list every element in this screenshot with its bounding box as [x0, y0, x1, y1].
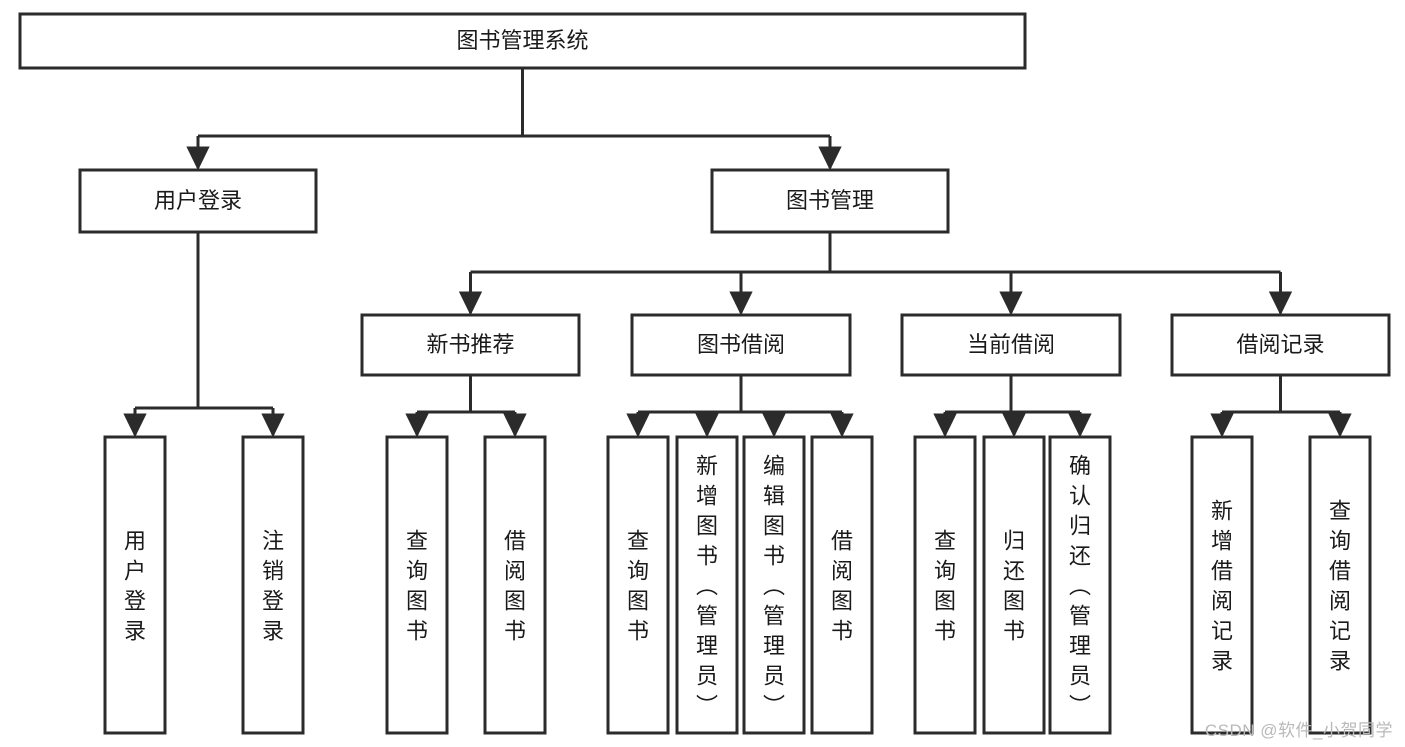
- node-leaf-11-box[interactable]: [1190, 435, 1254, 735]
- node-leaf-12[interactable]: 查询借阅记录: [1308, 435, 1372, 735]
- node-leaf-1[interactable]: 注销登录: [241, 435, 305, 735]
- node-leaf-11[interactable]: 新增借阅记录: [1190, 435, 1254, 735]
- node-leaf-12-box[interactable]: [1308, 435, 1372, 735]
- node-leaf-9-box[interactable]: [982, 435, 1046, 735]
- node-leaf-7-box[interactable]: [810, 435, 874, 735]
- node-level3-3[interactable]: 借阅记录: [1170, 313, 1391, 377]
- node-level3-1-box[interactable]: [630, 313, 852, 377]
- node-leaf-3-box[interactable]: [483, 435, 547, 735]
- node-leaf-7-label: 借阅图书: [831, 528, 853, 643]
- node-root-图书管理系统-box[interactable]: [18, 12, 1027, 70]
- node-level3-0[interactable]: 新书推荐: [360, 313, 581, 377]
- node-level2-0-box[interactable]: [78, 168, 318, 234]
- node-level2-1-box[interactable]: [710, 168, 950, 234]
- node-level2-1-label: 图书管理: [786, 188, 874, 213]
- node-root-图书管理系统-label: 图书管理系统: [456, 28, 588, 53]
- node-leaf-5-box[interactable]: [675, 435, 739, 735]
- node-level3-1[interactable]: 图书借阅: [630, 313, 852, 377]
- node-leaf-12-label: 查询借阅记录: [1329, 498, 1351, 673]
- node-leaf-5-label: 新增图书︵管理员︶: [696, 453, 718, 718]
- node-leaf-10[interactable]: 确认归还︵管理员︶: [1048, 435, 1112, 735]
- node-leaf-8[interactable]: 查询图书: [913, 435, 977, 735]
- node-root-图书管理系统[interactable]: 图书管理系统: [18, 12, 1027, 70]
- node-leaf-8-box[interactable]: [913, 435, 977, 735]
- node-leaf-1-box[interactable]: [241, 435, 305, 735]
- node-leaf-0[interactable]: 用户登录: [103, 435, 167, 735]
- node-level3-2-box[interactable]: [900, 313, 1122, 377]
- node-leaf-0-label: 用户登录: [124, 528, 146, 643]
- node-leaf-3-label: 借阅图书: [504, 528, 526, 643]
- node-leaf-11-label: 新增借阅记录: [1211, 498, 1233, 673]
- node-leaf-2-box[interactable]: [385, 435, 449, 735]
- node-leaf-3[interactable]: 借阅图书: [483, 435, 547, 735]
- node-leaf-4[interactable]: 查询图书: [606, 435, 670, 735]
- node-level2-1[interactable]: 图书管理: [710, 168, 950, 234]
- node-leaf-9-label: 归还图书: [1003, 528, 1025, 643]
- edge-layer: [123, 68, 1352, 438]
- node-leaf-7[interactable]: 借阅图书: [810, 435, 874, 735]
- node-leaf-10-box[interactable]: [1048, 435, 1112, 735]
- node-leaf-6[interactable]: 编辑图书︵管理员︶: [742, 435, 806, 735]
- node-level2-0[interactable]: 用户登录: [78, 168, 318, 234]
- node-leaf-0-box[interactable]: [103, 435, 167, 735]
- node-leaf-4-label: 查询图书: [627, 528, 649, 643]
- node-level3-2-label: 当前借阅: [967, 332, 1055, 357]
- node-leaf-8-label: 查询图书: [934, 528, 956, 643]
- node-level2-0-label: 用户登录: [154, 188, 242, 213]
- node-leaf-1-label: 注销登录: [262, 528, 284, 643]
- node-level3-3-box[interactable]: [1170, 313, 1391, 377]
- node-leaf-2[interactable]: 查询图书: [385, 435, 449, 735]
- node-level3-0-label: 新书推荐: [426, 332, 514, 357]
- node-level3-1-label: 图书借阅: [697, 332, 785, 357]
- node-layer: 图书管理系统用户登录图书管理新书推荐图书借阅当前借阅借阅记录用户登录注销登录查询…: [18, 12, 1391, 735]
- node-leaf-10-label: 确认归还︵管理员︶: [1069, 453, 1091, 718]
- node-leaf-9[interactable]: 归还图书: [982, 435, 1046, 735]
- node-leaf-2-label: 查询图书: [406, 528, 428, 643]
- node-level3-2[interactable]: 当前借阅: [900, 313, 1122, 377]
- node-level3-0-box[interactable]: [360, 313, 581, 377]
- node-leaf-4-box[interactable]: [606, 435, 670, 735]
- node-leaf-6-label: 编辑图书︵管理员︶: [763, 453, 785, 718]
- node-leaf-6-box[interactable]: [742, 435, 806, 735]
- node-leaf-5[interactable]: 新增图书︵管理员︶: [675, 435, 739, 735]
- node-level3-3-label: 借阅记录: [1236, 332, 1324, 357]
